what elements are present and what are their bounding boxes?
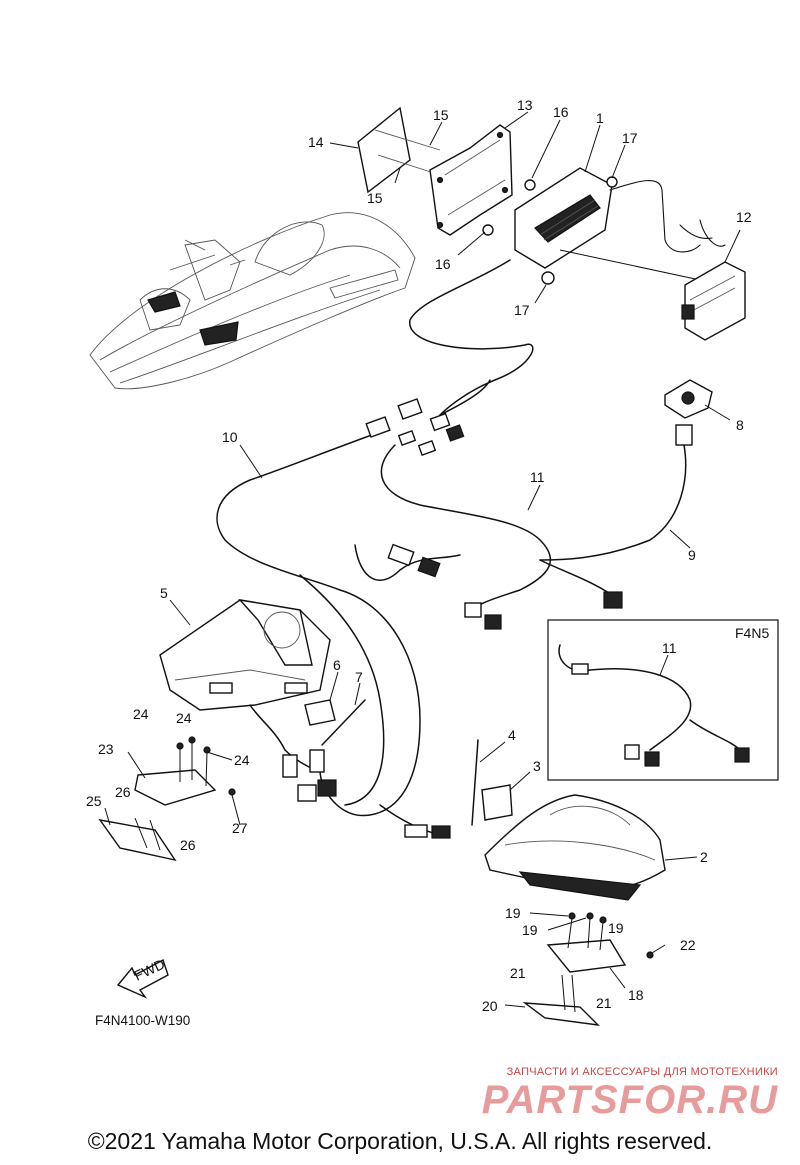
callout-17b: 17	[514, 302, 530, 318]
switch-unit	[539, 379, 731, 561]
callout-7: 7	[355, 669, 363, 685]
callout-26a: 26	[115, 784, 131, 800]
callout-10: 10	[222, 429, 238, 445]
meter-display-right	[484, 794, 666, 901]
callout-23: 23	[98, 741, 114, 757]
watermark-tagline: ЗАПЧАСТИ И АКСЕССУАРЫ ДЛЯ МОТОТЕХНИКИ	[506, 1066, 778, 1078]
main-harness	[216, 259, 534, 839]
label-and-tie	[304, 699, 366, 746]
callout-27: 27	[232, 820, 248, 836]
forward-arrow-icon: FWD	[116, 956, 169, 999]
callout-19c: 19	[608, 920, 624, 936]
callout-leaders	[104, 111, 698, 1008]
callout-4: 4	[508, 727, 516, 743]
callout-22: 22	[680, 937, 696, 953]
callout-15a: 15	[433, 107, 449, 123]
callout-18: 18	[628, 987, 644, 1003]
diagram-code: F4N4100-W190	[95, 1013, 191, 1028]
watercraft-illustration	[89, 212, 416, 390]
copyright-notice: ©2021 Yamaha Motor Corporation, U.S.A. A…	[87, 1128, 713, 1154]
callout-24a: 24	[133, 706, 149, 722]
callout-24b: 24	[176, 710, 192, 726]
callout-9: 9	[688, 547, 696, 563]
callout-1: 1	[596, 110, 604, 126]
callout-3: 3	[533, 758, 541, 774]
callout-2: 2	[700, 849, 708, 865]
right-bracket-assembly	[522, 912, 654, 1026]
callout-13: 13	[517, 97, 533, 113]
callout-11: 11	[530, 469, 545, 485]
callout-21b: 21	[596, 995, 612, 1011]
bracket-plate	[329, 106, 441, 194]
callout-numbers: 1 2 3 4 5 6 7 8 9 10 11 11 12 13 14 15 1…	[86, 97, 769, 1014]
callout-15b: 15	[367, 190, 383, 206]
callout-21a: 21	[510, 965, 526, 981]
sub-harness	[354, 444, 623, 630]
callout-19a: 19	[505, 905, 521, 921]
callout-14: 14	[308, 134, 324, 150]
watermark-logo: PARTSFOR.RU	[481, 1078, 778, 1122]
inset-label: F4N5	[735, 625, 769, 641]
callout-24c: 24	[234, 752, 250, 768]
relay-box	[681, 229, 746, 341]
left-bracket-assembly	[98, 736, 236, 862]
callout-12: 12	[736, 209, 752, 225]
callout-11-inset: 11	[662, 640, 677, 656]
callout-5: 5	[160, 585, 168, 601]
parts-diagram: FWD 1 2 3 4 5 6 7	[86, 97, 779, 1026]
watermark: ЗАПЧАСТИ И АКСЕССУАРЫ ДЛЯ МОТОТЕХНИКИ PA…	[482, 1066, 778, 1122]
callout-6: 6	[333, 657, 341, 673]
callout-19b: 19	[522, 922, 538, 938]
callout-20: 20	[482, 998, 498, 1014]
control-module	[482, 167, 726, 285]
label-and-strap	[471, 739, 513, 826]
mounting-bracket	[429, 124, 513, 236]
callout-25: 25	[86, 793, 102, 809]
callout-26b: 26	[180, 837, 196, 853]
callout-8: 8	[736, 417, 744, 433]
callout-16a: 16	[553, 104, 569, 120]
callout-16b: 16	[435, 256, 451, 272]
callout-17a: 17	[622, 130, 638, 146]
meter-display-left	[159, 598, 337, 802]
variant-inset	[547, 619, 779, 781]
